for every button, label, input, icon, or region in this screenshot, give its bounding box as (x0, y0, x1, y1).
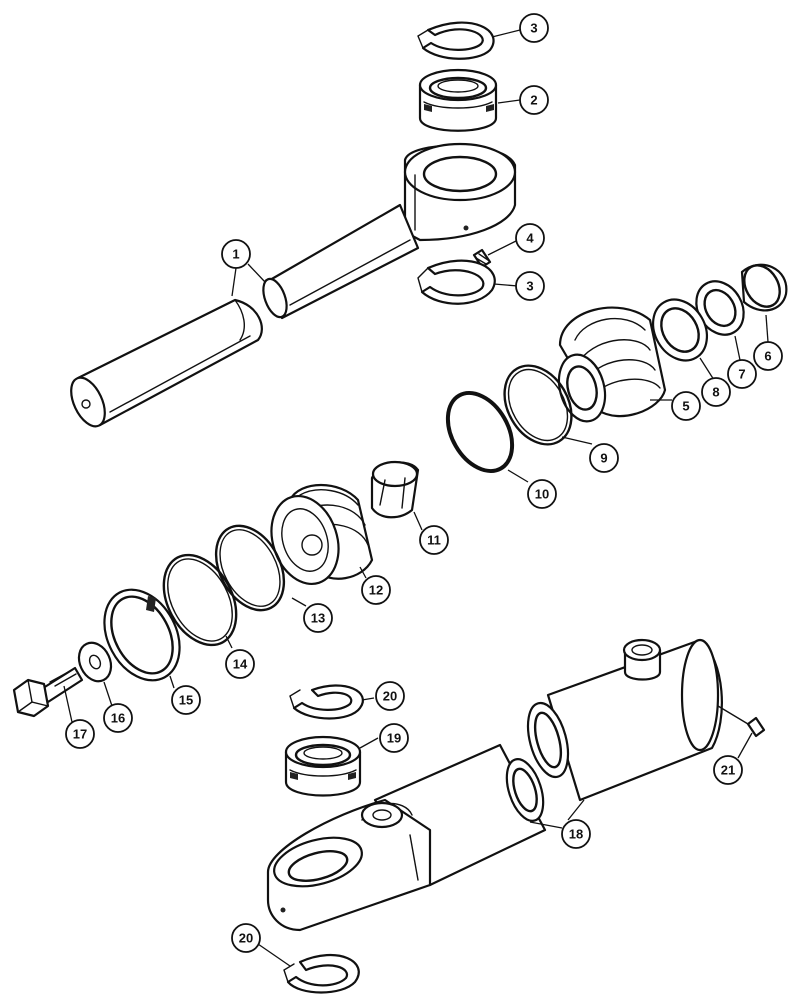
grease-fitting-part-21 (717, 705, 766, 738)
bearing-part-2 (418, 68, 498, 132)
callout-13: 13 (303, 603, 333, 633)
callout-19-label: 19 (387, 731, 401, 746)
gland-part-5 (557, 306, 667, 423)
callout-5: 5 (671, 391, 701, 421)
callout-3-middle-label: 3 (526, 279, 533, 294)
callout-14-label: 14 (233, 657, 248, 672)
callout-10: 10 (527, 479, 557, 509)
callout-1: 1 (221, 239, 251, 269)
bolt-part-17 (12, 666, 84, 718)
callout-2-label: 2 (530, 93, 537, 108)
cylinder-barrel-part-18 (266, 638, 723, 932)
wear-ring-part-15 (103, 588, 181, 682)
bearing-part-19 (284, 735, 362, 797)
piston-rod-part-1 (70, 142, 517, 428)
callout-11-label: 11 (427, 533, 441, 548)
callout-17-label: 17 (73, 727, 87, 742)
callout-10-label: 10 (535, 487, 549, 502)
callout-5-label: 5 (682, 399, 689, 414)
callout-17: 17 (65, 719, 95, 749)
washer-part-16 (77, 641, 113, 683)
callout-20-top-label: 20 (383, 689, 397, 704)
callout-8: 8 (701, 377, 731, 407)
callout-6-label: 6 (764, 349, 771, 364)
leader-lines (63, 29, 769, 967)
callout-15: 15 (171, 685, 201, 715)
piston-part-12 (270, 483, 374, 586)
snap-ring-part-20-top (289, 684, 364, 720)
callout-18: 18 (561, 819, 591, 849)
callout-4: 4 (515, 223, 545, 253)
callout-8-label: 8 (712, 385, 719, 400)
callout-20-top: 20 (375, 681, 405, 711)
callout-13-label: 13 (311, 611, 325, 626)
callout-20-bottom: 20 (231, 923, 261, 953)
callout-12-label: 12 (369, 583, 383, 598)
snap-ring-part-3-middle (417, 259, 496, 305)
callout-6: 6 (753, 341, 783, 371)
snap-ring-part-3-top (417, 21, 495, 60)
callout-12: 12 (361, 575, 391, 605)
callout-14: 14 (225, 649, 255, 679)
callout-4-label: 4 (526, 231, 534, 246)
ring-part-14 (162, 553, 238, 647)
callout-21: 21 (713, 755, 743, 785)
callout-19: 19 (379, 723, 409, 753)
callout-15-label: 15 (179, 693, 193, 708)
callout-7-label: 7 (738, 367, 745, 382)
callout-7: 7 (727, 359, 757, 389)
callout-16: 16 (103, 703, 133, 733)
callout-20-bottom-label: 20 (239, 931, 253, 946)
callout-11: 11 (419, 525, 449, 555)
callout-21-label: 21 (721, 763, 735, 778)
callout-3-middle: 3 (515, 271, 545, 301)
ring-part-8 (651, 298, 709, 362)
wiper-part-6 (740, 263, 788, 312)
callout-3-top: 3 (519, 13, 549, 43)
o-ring-part-10 (445, 391, 515, 473)
snap-ring-part-20-bottom (283, 953, 360, 994)
callout-3-top-label: 3 (530, 21, 537, 36)
callout-1-label: 1 (232, 247, 239, 262)
bushing-part-11 (370, 460, 420, 519)
callout-9-label: 9 (600, 451, 607, 466)
callout-18-label: 18 (569, 827, 583, 842)
ring-part-13 (214, 524, 286, 612)
callout-16-label: 16 (111, 711, 125, 726)
ring-part-9 (503, 364, 573, 446)
callout-9: 9 (589, 443, 619, 473)
callout-2: 2 (519, 85, 549, 115)
